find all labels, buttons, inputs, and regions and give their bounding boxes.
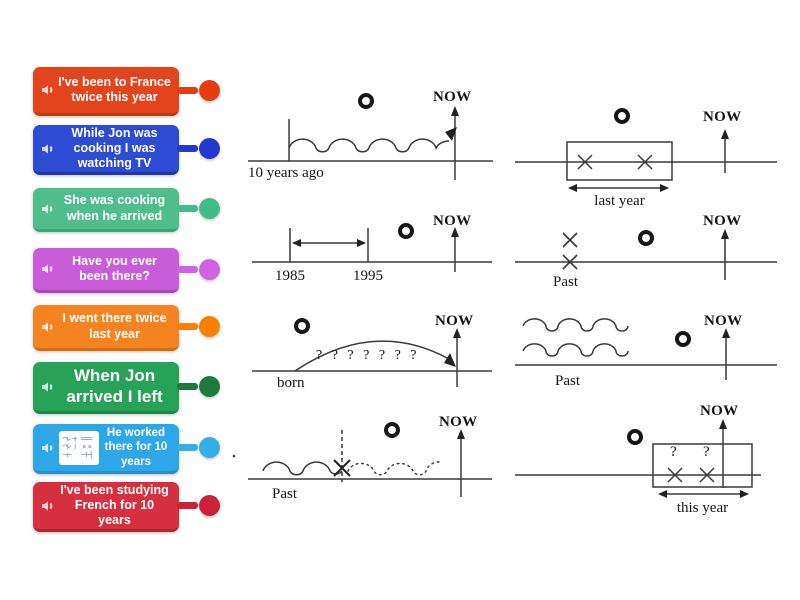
speaker-icon[interactable] <box>40 201 56 217</box>
speaker-icon[interactable] <box>40 82 56 98</box>
speaker-icon[interactable] <box>40 141 56 157</box>
now-label: NOW <box>703 109 742 125</box>
timeline-drawing <box>515 129 785 192</box>
timeline-drawing <box>515 419 790 498</box>
drop-target-ring[interactable] <box>627 429 643 445</box>
mini-timelines-thumbnail <box>60 432 98 464</box>
caption-label: born <box>277 375 305 391</box>
drop-target-ring[interactable] <box>358 93 374 109</box>
audio-card-studying-french[interactable]: I've been studying French for 10 years <box>33 482 220 532</box>
drop-target-ring[interactable] <box>675 331 691 347</box>
year-label: 1995 <box>353 268 383 284</box>
connector-stub <box>177 323 198 330</box>
timeline-drawing <box>232 429 500 505</box>
card-label: I went there twice last year <box>62 311 167 341</box>
audio-card-ive-been-to-france[interactable]: I've been to France twice this year <box>33 67 220 116</box>
timeline-waves-in-past: Past NOW <box>515 305 785 400</box>
caption-label: Past <box>555 373 581 389</box>
speaker-icon[interactable] <box>40 379 56 395</box>
drop-target-ring[interactable] <box>398 223 414 239</box>
caption-label: this year <box>676 500 729 516</box>
timeline-drawing <box>515 229 785 295</box>
question-marks: ? ? ? ? ? ? ? <box>316 348 417 363</box>
connector-stub <box>177 145 198 152</box>
timeline-span-1985-1995: 1985 1995 NOW <box>240 210 500 295</box>
caption-label: last year <box>594 193 645 209</box>
drop-target-ring[interactable] <box>614 108 630 124</box>
speaker-icon[interactable] <box>40 440 56 456</box>
timeline-box-this-year: ? ? NOW this year <box>515 400 790 525</box>
timeline-wave-since-10-years-ago: NOW 10 years ago <box>240 85 500 190</box>
card-label: She was cooking when he arrived <box>63 193 166 223</box>
caption-label: 10 years ago <box>248 165 324 181</box>
audio-card-when-jon-arrived[interactable]: When Jon arrived I left <box>33 362 220 414</box>
connector-stub <box>177 383 198 390</box>
card-label: He worked there for 10 years <box>104 427 168 468</box>
connector-dot[interactable] <box>199 258 220 280</box>
question-mark: ? <box>703 444 710 460</box>
connector-dot[interactable] <box>199 138 220 159</box>
connector-stub <box>177 205 198 212</box>
connector-dot[interactable] <box>199 495 220 516</box>
card-label: I've been to France twice this year <box>58 74 171 104</box>
connector-stub <box>177 502 198 509</box>
audio-card-have-you-ever[interactable]: Have you ever been there? <box>33 248 220 293</box>
drop-target-ring[interactable] <box>638 230 654 246</box>
card-thumbnail-image <box>59 430 99 465</box>
connector-stub <box>177 265 198 273</box>
timeline-drawing <box>240 227 500 295</box>
timeline-x-in-past: Past NOW <box>515 210 785 295</box>
connector-dot[interactable] <box>199 316 220 337</box>
timeline-arc-since-born: ? ? ? ? ? ? ? born NOW <box>240 310 500 395</box>
connector-dot[interactable] <box>199 79 220 101</box>
audio-card-she-was-cooking[interactable]: She was cooking when he arrived <box>33 188 220 232</box>
question-mark: ? <box>670 444 677 460</box>
connector-dot[interactable] <box>199 198 220 219</box>
now-label: NOW <box>435 313 474 329</box>
speaker-icon[interactable] <box>40 498 56 514</box>
drop-target-ring[interactable] <box>294 318 310 334</box>
card-label: When Jon arrived I left <box>66 366 163 406</box>
audio-card-went-twice-last-year[interactable]: I went there twice last year <box>33 305 220 351</box>
timeline-wave-interrupted: Past NOW <box>230 410 500 505</box>
now-label: NOW <box>433 213 472 229</box>
timeline-drawing <box>515 305 785 400</box>
connector-dot[interactable] <box>199 376 220 397</box>
now-label: NOW <box>704 313 743 329</box>
audio-card-while-jon-cooking[interactable]: While Jon was cooking I was watching TV <box>33 125 220 175</box>
speaker-icon[interactable] <box>40 319 56 335</box>
now-label: NOW <box>700 403 739 419</box>
timeline-drawing <box>240 328 500 395</box>
timeline-drawing <box>240 106 500 190</box>
timeline-box-last-year: NOW last year <box>515 100 785 215</box>
connector-stub <box>177 86 198 94</box>
caption-label: Past <box>272 486 298 502</box>
now-label: NOW <box>703 213 742 229</box>
audio-card-he-worked-10-years[interactable]: He worked there for 10 years <box>33 424 220 474</box>
card-label: I've been studying French for 10 years <box>60 482 169 528</box>
drop-target-ring[interactable] <box>384 422 400 438</box>
caption-label: Past <box>553 274 579 290</box>
now-label: NOW <box>433 89 472 105</box>
year-label: 1985 <box>275 268 305 284</box>
connector-dot[interactable] <box>199 437 220 458</box>
speaker-icon[interactable] <box>40 261 56 277</box>
card-label: Have you ever been there? <box>72 253 157 283</box>
card-label: While Jon was cooking I was watching TV <box>71 125 158 171</box>
now-label: NOW <box>439 414 478 430</box>
connector-stub <box>177 444 198 451</box>
